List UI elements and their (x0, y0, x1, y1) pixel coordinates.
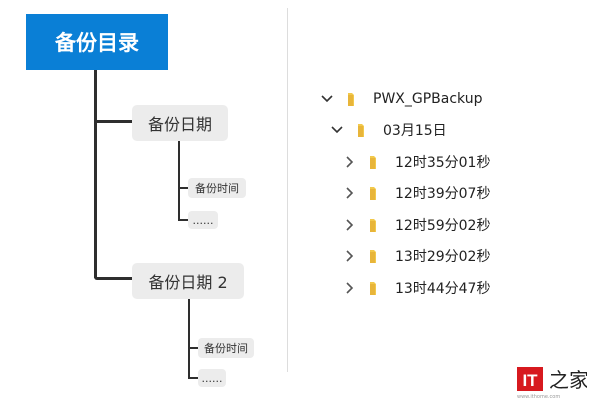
chevron-right-icon[interactable] (342, 186, 356, 200)
connector-sub-2a (188, 347, 198, 349)
svg-text:IT: IT (522, 371, 538, 390)
connector-sub-1 (178, 141, 180, 221)
mindmap-node-time-1[interactable]: 备份时间 (188, 178, 246, 198)
chevron-right-icon[interactable] (342, 281, 356, 295)
mindmap-node-date-1[interactable]: 备份日期 (132, 105, 228, 141)
folder-icon (370, 218, 376, 232)
folder-icon (348, 92, 354, 106)
chevron-down-icon[interactable] (330, 123, 344, 137)
connector-main (94, 70, 97, 278)
mindmap-node-more-1[interactable]: ...... (188, 211, 218, 229)
tree-item-label: 12时35分01秒 (395, 155, 491, 171)
chevron-down-icon[interactable] (320, 92, 334, 106)
connector-sub-1b (178, 219, 188, 221)
tree-item-label: PWX_GPBackup (373, 91, 483, 107)
connector-branch-2 (94, 277, 132, 280)
tree-item-label: 03月15日 (383, 123, 447, 139)
chevron-right-icon[interactable] (342, 249, 356, 263)
watermark-url: www.ithome.com (517, 394, 561, 400)
tree-item-date[interactable]: 03月15日 (330, 119, 447, 141)
mindmap-node-date-2[interactable]: 备份日期 2 (132, 263, 244, 299)
vertical-divider (287, 8, 288, 372)
tree-item-time[interactable]: 13时44分47秒 (342, 277, 490, 299)
mindmap-root[interactable]: 备份目录 (26, 14, 168, 70)
folder-icon (370, 249, 376, 263)
folder-icon (370, 155, 376, 169)
chevron-right-icon[interactable] (342, 218, 356, 232)
tree-item-label: 13时44分47秒 (395, 281, 491, 297)
folder-icon (370, 186, 376, 200)
tree-item-label: 12时59分02秒 (395, 218, 491, 234)
tree-item-root[interactable]: PWX_GPBackup (320, 88, 482, 110)
ithome-logo: IT 之家 (517, 367, 587, 392)
tree-item-label: 12时39分07秒 (395, 186, 491, 202)
tree-item-time[interactable]: 12时39分07秒 (342, 182, 490, 204)
tree-item-time[interactable]: 12时59分02秒 (342, 214, 490, 236)
connector-sub-1a (178, 187, 188, 189)
connector-sub-2 (188, 299, 190, 379)
folder-icon (370, 281, 376, 295)
tree-item-label: 13时29分02秒 (395, 249, 491, 265)
connector-sub-2b (188, 377, 198, 379)
tree-item-time[interactable]: 12时35分01秒 (342, 151, 490, 173)
svg-text:之家: 之家 (549, 368, 587, 392)
tree-item-time[interactable]: 13时29分02秒 (342, 245, 490, 267)
mindmap-node-more-2[interactable]: ...... (198, 369, 226, 387)
chevron-right-icon[interactable] (342, 155, 356, 169)
folder-icon (358, 123, 364, 137)
mindmap-node-time-2[interactable]: 备份时间 (198, 338, 254, 358)
connector-branch-1 (94, 120, 132, 123)
